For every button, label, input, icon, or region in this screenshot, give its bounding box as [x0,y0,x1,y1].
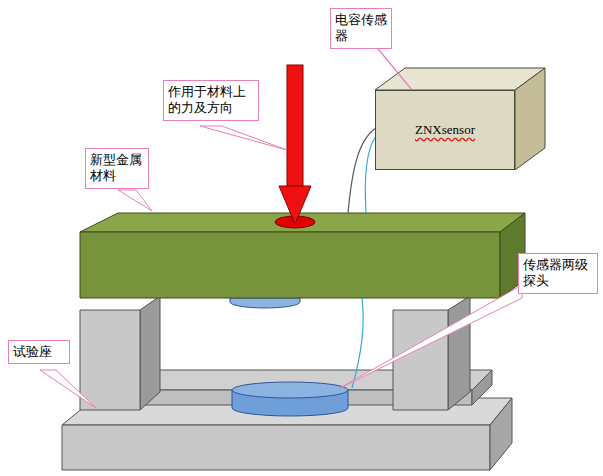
beam-front [80,232,500,298]
callout-tail [118,190,152,211]
callout-text: 电容传感器 [335,12,387,45]
beam-top [80,213,525,232]
callout-leader [378,49,412,91]
callout-text: 试验座 [13,344,65,360]
callout-text: 作用于材料上的力及方向 [168,84,254,117]
wire-blue-lower [352,298,363,388]
right-pillar-front [393,310,448,410]
device-label: ZNXsensor [415,122,475,138]
lower-probe-top [232,382,348,398]
sensor-box: ZNXsensor [375,90,515,170]
callout-box: 作用于材料上的力及方向 [163,80,259,121]
sensor-side [515,68,545,170]
right-pillar-side [448,296,470,410]
force-shaft [287,65,303,187]
callout-tail [200,126,287,150]
callout-tail [340,285,522,388]
base-front [62,425,490,470]
force-head [279,186,311,224]
callout-text: 新型金属材料 [90,152,144,185]
upper-probe [230,298,300,308]
callout-box: 电容传感器 [330,8,392,49]
callout-text: 传感器两级探头 [523,257,593,290]
callout-box: 传感器两级探头 [518,253,598,294]
wire-grey [348,128,376,213]
base-side [490,398,512,470]
callout-box: 试验座 [8,340,70,364]
callout-box: 新型金属材料 [85,148,149,189]
left-pillar-front [80,310,140,410]
callout-tail [40,370,96,408]
platform-side [472,370,492,405]
left-pillar-side [140,296,160,410]
